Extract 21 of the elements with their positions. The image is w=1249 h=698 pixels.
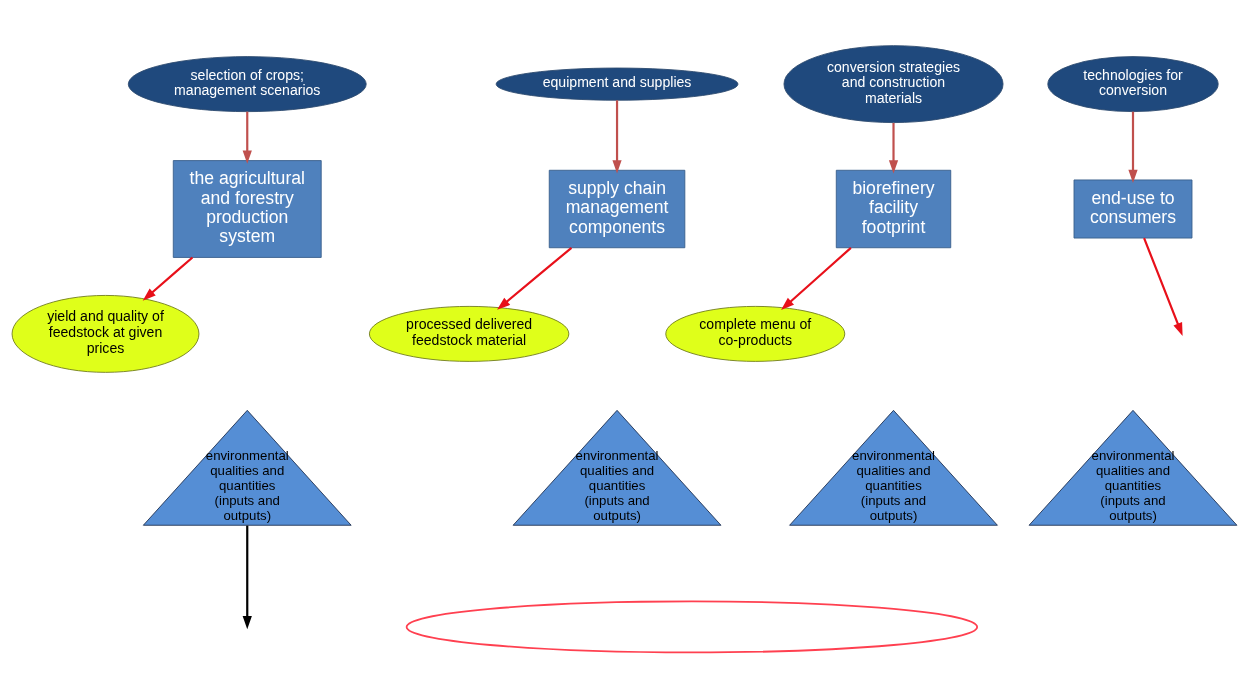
arrow — [497, 247, 573, 310]
arrow — [1128, 111, 1138, 184]
node-ellipse: processed delivered feedstock material — [368, 305, 570, 362]
node-ellipse: yield and quality of feedstock at given prices — [11, 295, 200, 373]
node-ellipse: conversion strategies and construction materials — [783, 45, 1004, 123]
arrow — [1143, 237, 1183, 337]
arrow — [888, 122, 899, 174]
node-box: biorefinery facility footprint — [835, 169, 952, 249]
arrow — [242, 525, 252, 630]
arrow — [781, 247, 852, 311]
node-ellipse: complete menu of co-products — [665, 305, 846, 362]
arrow — [242, 111, 252, 164]
arrow — [612, 100, 622, 174]
arrow — [142, 256, 194, 301]
node-ellipse — [405, 600, 979, 654]
node-box: supply chain management components — [548, 169, 686, 249]
node-box: end-use to consumers — [1073, 179, 1193, 239]
node-ellipse: equipment and supplies — [495, 67, 739, 101]
node-box: the agricultural and forestry production system — [172, 160, 322, 258]
node-ellipse: selection of crops; management scenarios — [127, 56, 367, 113]
node-ellipse: technologies for conversion — [1047, 56, 1219, 113]
